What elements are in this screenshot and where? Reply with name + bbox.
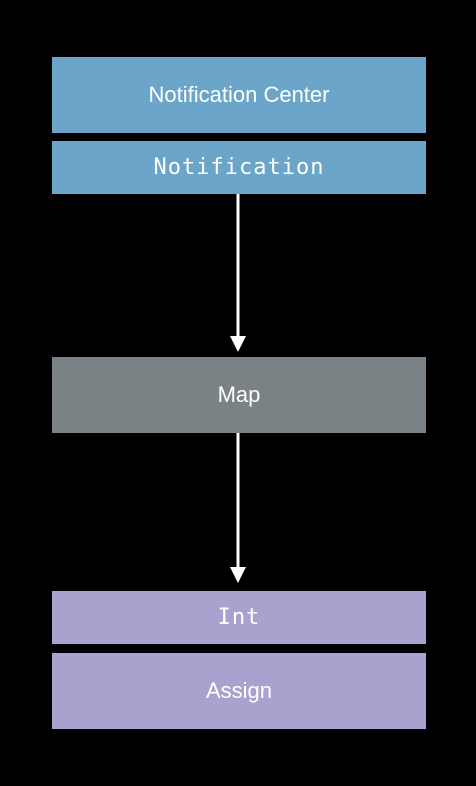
operator-label: Map	[217, 382, 261, 407]
publisher-block-notification-center: Notification Center	[52, 57, 426, 133]
subscriber-label: Assign	[205, 678, 273, 703]
input-type-block-int: Int	[52, 591, 426, 644]
output-type-label: Notification	[153, 155, 325, 180]
subscriber-block-assign: Assign	[52, 653, 426, 729]
arrow-down-icon	[230, 194, 246, 352]
operator-block-map: Map	[52, 357, 426, 433]
input-type-label: Int	[217, 605, 261, 630]
output-type-block-notification: Notification	[52, 141, 426, 194]
arrow-down-icon	[230, 433, 246, 583]
publisher-label: Notification Center	[148, 82, 330, 107]
